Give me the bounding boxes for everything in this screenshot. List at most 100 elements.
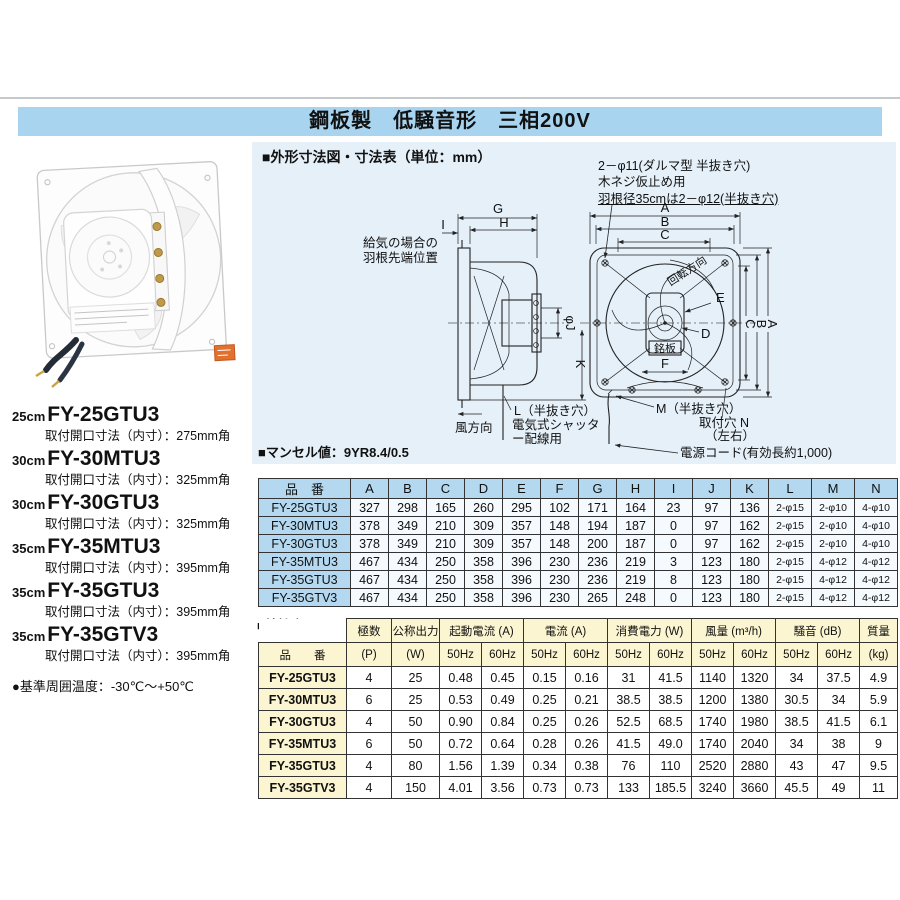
spec-value-cell: 0.26 [565, 710, 608, 733]
spec-value-cell: 80 [391, 754, 440, 777]
dim-value-cell: 250 [426, 570, 465, 589]
dimension-drawing: G H I 給気の場合の 羽根先端位置 φJ K [363, 200, 832, 460]
dim-value-cell: 194 [578, 516, 617, 535]
spec-value-cell: 0.28 [523, 732, 566, 755]
spec-value-cell: 41.5 [817, 710, 861, 733]
dim-label-i: I [441, 217, 445, 232]
dim-value-cell: 230 [540, 552, 579, 571]
product-note: 取付開口寸法（内寸）：275mm角 [45, 429, 231, 443]
dim-value-cell: 358 [464, 588, 503, 607]
spec-value-cell: 0.15 [523, 666, 566, 689]
dim-value-cell: 165 [426, 498, 465, 517]
dim-col-header-4: D [464, 478, 503, 499]
dim-value-cell: 236 [578, 570, 617, 589]
spec-value-cell: 1320 [732, 666, 777, 689]
dim-value-cell: 2-φ15 [768, 552, 812, 571]
dim-value-cell: 349 [388, 534, 427, 553]
product-model: FY-35GTV3 [47, 623, 159, 646]
dim-value-cell: 164 [616, 498, 655, 517]
dim-value-cell: 97 [692, 516, 731, 535]
dim-value-cell: 97 [692, 534, 731, 553]
dim-col-header-7: G [578, 478, 617, 499]
spec-sub-header: (kg) [859, 642, 899, 667]
product-model: FY-30MTU3 [47, 447, 161, 470]
spec-value-cell: 1200 [691, 688, 734, 711]
page-title: 鋼板製 低騒音形 三相200V [18, 107, 882, 136]
spec-value-cell: 1140 [691, 666, 734, 689]
product-model: FY-35GTU3 [47, 579, 160, 602]
power-cord [35, 337, 85, 388]
dim-value-cell: 298 [388, 498, 427, 517]
spec-value-cell: 50 [391, 732, 440, 755]
spec-model-header: 品 番 [258, 642, 347, 667]
dim-model-cell: FY-30GTU3 [258, 534, 351, 553]
dim-value-cell: 4-φ12 [854, 552, 898, 571]
product-size: 30cm [12, 497, 46, 512]
dim-value-cell: 358 [464, 552, 503, 571]
hole-annotation-line1: 2－φ11(ダルマ型 半抜き穴) [598, 159, 751, 173]
dim-value-cell: 357 [502, 516, 541, 535]
dim-value-cell: 2-φ15 [768, 498, 812, 517]
spec-value-cell: 34 [817, 688, 861, 711]
dim-value-cell: 219 [616, 570, 655, 589]
spec-value-cell: 0.90 [439, 710, 482, 733]
spec-value-cell: 50 [391, 710, 440, 733]
dim-col-header-12: L [768, 478, 812, 499]
dim-value-cell: 23 [654, 498, 693, 517]
spec-value-cell: 150 [391, 776, 440, 799]
spec-value-cell: 4 [346, 710, 392, 733]
spec-value-cell: 5.9 [859, 688, 899, 711]
shutter-wiring-label-line1: 電気式シャッタ [512, 417, 600, 432]
spec-value-cell: 3.56 [481, 776, 524, 799]
dim-value-cell: 148 [540, 516, 579, 535]
spec-value-cell: 0.21 [565, 688, 608, 711]
spec-value-cell: 38.5 [607, 688, 650, 711]
dim-model-cell: FY-25GTU3 [258, 498, 351, 517]
spec-value-cell: 41.5 [607, 732, 650, 755]
dim-value-cell: 123 [692, 570, 731, 589]
dim-col-header-10: J [692, 478, 731, 499]
list-item: 25cmFY-25GTU3 取付開口寸法（内寸）：275mm角 [12, 402, 258, 445]
dim-value-cell: 236 [578, 552, 617, 571]
dim-label-d: D [701, 326, 710, 341]
supply-air-note-line2: 羽根先端位置 [363, 250, 438, 265]
spec-group-header-3: 電流 (A) [523, 618, 608, 643]
spec-sub-header: 50Hz [439, 642, 482, 667]
dim-value-cell: 230 [540, 588, 579, 607]
dim-col-header-11: K [730, 478, 769, 499]
spec-group-header-0: 極数 [346, 618, 392, 643]
spec-value-cell: 25 [391, 666, 440, 689]
spec-value-cell: 6 [346, 688, 392, 711]
spec-value-cell: 1.39 [481, 754, 524, 777]
spec-value-cell: 3240 [691, 776, 734, 799]
dim-value-cell: 467 [350, 588, 389, 607]
product-note: 取付開口寸法（内寸）：395mm角 [45, 605, 231, 619]
spec-value-cell: 1.56 [439, 754, 482, 777]
list-item: 35cmFY-35GTU3 取付開口寸法（内寸）：395mm角 [12, 578, 258, 621]
dim-value-cell: 396 [502, 552, 541, 571]
spec-value-cell: 38.5 [649, 688, 692, 711]
dim-col-header-3: C [426, 478, 465, 499]
spec-value-cell: 2040 [732, 732, 777, 755]
dim-value-cell: 250 [426, 552, 465, 571]
dim-value-cell: 4-φ10 [854, 498, 898, 517]
spec-sub-header: 50Hz [691, 642, 734, 667]
dim-value-cell: 8 [654, 570, 693, 589]
dim-value-cell: 187 [616, 516, 655, 535]
dim-value-cell: 309 [464, 516, 503, 535]
product-size: 35cm [12, 629, 46, 644]
shutter-wiring-label-line2: ー配線用 [512, 431, 562, 446]
dim-label-phi-j: φJ [563, 316, 578, 331]
dim-label-c-top: C [660, 227, 669, 242]
spec-value-cell: 6.1 [859, 710, 899, 733]
dim-label-c-right: C [743, 319, 758, 328]
spec-value-cell: 6 [346, 732, 392, 755]
dim-value-cell: 4-φ12 [854, 570, 898, 589]
dim-value-cell: 2-φ15 [768, 516, 812, 535]
spec-group-header-6: 騒音 (dB) [775, 618, 861, 643]
temperature-note: ●基準周囲温度：-30℃～+50℃ [12, 679, 194, 694]
